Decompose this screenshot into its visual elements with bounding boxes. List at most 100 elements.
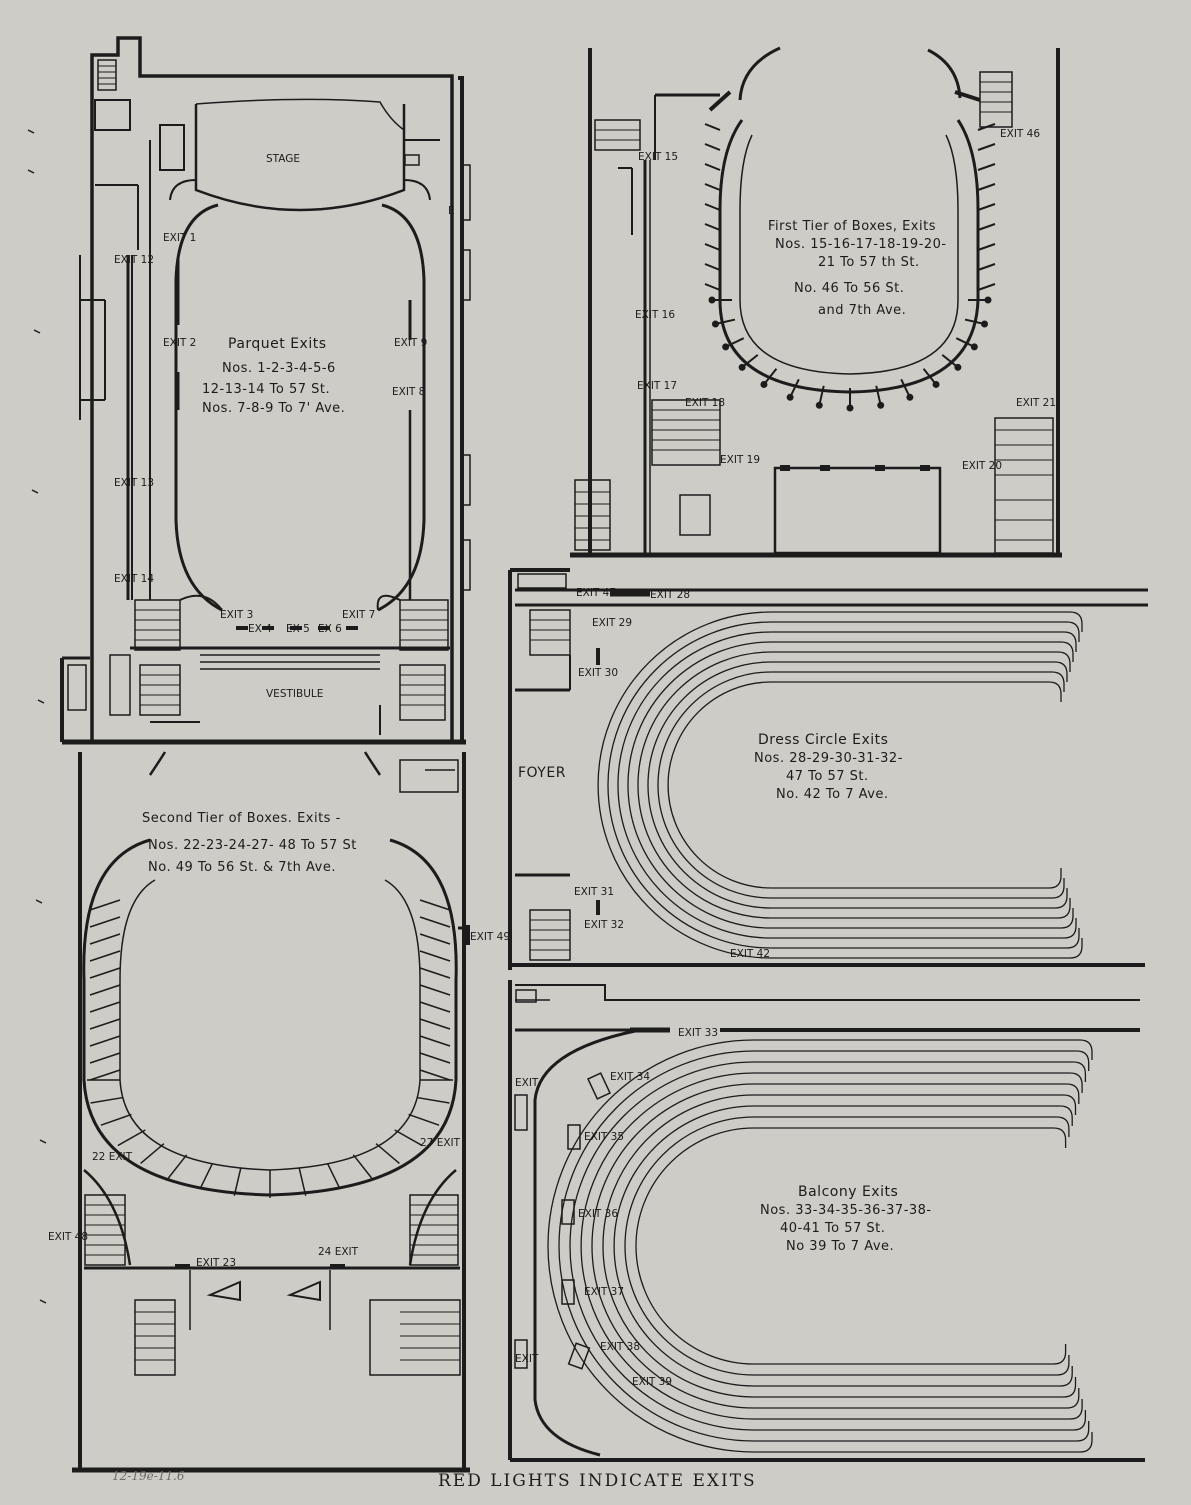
second-tier-title: Second Tier of Boxes. Exits - bbox=[142, 811, 341, 826]
box-marker bbox=[984, 296, 992, 304]
box-divider bbox=[704, 183, 721, 191]
box-divider bbox=[704, 163, 721, 171]
first-tier-plan bbox=[570, 46, 1062, 558]
balcony-line-2: 40-41 To 57 St. bbox=[780, 1221, 885, 1236]
exit-18-label: EXIT 18 bbox=[685, 397, 725, 409]
first-tier-line-3: No. 46 To 56 St. bbox=[794, 281, 904, 296]
parquet-line-3: Nos. 7-8-9 To 7' Ave. bbox=[202, 401, 345, 416]
box-divider bbox=[704, 143, 721, 151]
seating-row-end bbox=[1053, 1127, 1067, 1148]
parquet-plan bbox=[60, 36, 471, 745]
box-divider bbox=[89, 899, 121, 911]
balcony-line-1: Nos. 33-34-35-36-37-38- bbox=[760, 1203, 932, 1218]
box-divider bbox=[977, 283, 996, 291]
exit-23-label: EXIT 23 bbox=[196, 1257, 236, 1269]
balcony-title: Balcony Exits bbox=[798, 1184, 898, 1200]
parquet-title: Parquet Exits bbox=[228, 336, 327, 352]
box-divider bbox=[419, 1035, 451, 1047]
first-tier-boxes bbox=[704, 123, 996, 412]
seating-row bbox=[569, 1061, 1087, 1431]
box-divider bbox=[419, 1069, 451, 1081]
box-divider bbox=[233, 1168, 242, 1196]
seating-row-end bbox=[1057, 651, 1071, 672]
box-divider bbox=[167, 1154, 188, 1179]
box-divider bbox=[352, 1154, 373, 1179]
seating-row bbox=[667, 681, 1062, 889]
box-divider bbox=[199, 1162, 214, 1190]
box-divider bbox=[408, 1113, 440, 1126]
box-divider bbox=[977, 243, 996, 251]
box-divider bbox=[90, 1096, 124, 1104]
seating-row bbox=[657, 671, 1065, 899]
exit-29-label: EXIT 29 bbox=[592, 617, 632, 629]
seating-row bbox=[547, 1039, 1093, 1453]
box-divider bbox=[140, 1143, 165, 1165]
exit-31-label: EXIT 31 bbox=[574, 886, 614, 898]
box-divider bbox=[416, 1096, 450, 1104]
seating-row-end bbox=[1051, 671, 1065, 692]
exit-39-label: EXIT 39 bbox=[632, 1376, 672, 1388]
seating-row-end bbox=[1054, 661, 1068, 682]
box-divider bbox=[419, 1052, 451, 1064]
exit-7-label: EXIT 7 bbox=[342, 609, 375, 621]
box-marker bbox=[711, 320, 719, 328]
box-divider bbox=[419, 899, 451, 911]
seating-row bbox=[613, 1105, 1073, 1387]
box-divider bbox=[977, 263, 996, 271]
box-divider bbox=[89, 950, 121, 962]
exit-12-label: EXIT 12 bbox=[114, 254, 154, 266]
box-divider bbox=[419, 916, 451, 928]
box-marker bbox=[932, 380, 940, 388]
first-tier-line-1: Nos. 15-16-17-18-19-20- bbox=[775, 237, 947, 252]
balcony-boxes bbox=[561, 1072, 611, 1370]
box-divider bbox=[394, 1129, 423, 1147]
box-divider bbox=[977, 203, 996, 211]
first-tier-line-2: 21 To 57 th St. bbox=[818, 255, 920, 270]
box-marker bbox=[846, 404, 854, 412]
box-divider bbox=[977, 183, 996, 191]
seating-row bbox=[558, 1050, 1090, 1442]
box-divider bbox=[419, 950, 451, 962]
box-marker bbox=[877, 401, 885, 409]
balcony-rows bbox=[547, 1039, 1093, 1453]
parquet-labels: STAGE VESTIBULE Parquet Exits Nos. 1-2-3… bbox=[114, 153, 455, 700]
balcony-plan bbox=[508, 980, 1145, 1462]
box-divider bbox=[89, 933, 121, 945]
exit-14-label: EXIT 14 bbox=[114, 573, 154, 585]
first-tier-line-4: and 7th Ave. bbox=[818, 303, 906, 318]
exit-32-label: EXIT 32 bbox=[584, 919, 624, 931]
exit-e-label: E bbox=[448, 205, 455, 217]
exit-36-label: EXIT 36 bbox=[578, 1208, 618, 1220]
seating-row-end bbox=[1063, 631, 1077, 652]
box-divider bbox=[326, 1162, 341, 1190]
exit-20-label: EXIT 20 bbox=[962, 460, 1002, 472]
dress-circle-rows bbox=[597, 611, 1083, 959]
exit-16-label: EXIT 16 bbox=[635, 309, 675, 321]
exit-6-label: EX 6 bbox=[318, 623, 342, 635]
exit-28-label: EXIT 28 bbox=[650, 589, 690, 601]
box-divider bbox=[89, 967, 121, 979]
seating-row-end bbox=[1056, 1116, 1070, 1137]
box-divider bbox=[977, 143, 996, 151]
dress-circle-labels: FOYER Dress Circle Exits Nos. 28-29-30-3… bbox=[518, 587, 903, 960]
box-divider bbox=[89, 1001, 121, 1013]
dress-circle-line-1: Nos. 28-29-30-31-32- bbox=[754, 751, 903, 766]
exit-19-label: EXIT 19 bbox=[720, 454, 760, 466]
exit-46-label: EXIT 46 bbox=[1000, 128, 1040, 140]
exit-1-label: EXIT 1 bbox=[163, 232, 196, 244]
stage-label: STAGE bbox=[266, 153, 300, 165]
seating-row bbox=[637, 651, 1071, 919]
seating-row bbox=[580, 1072, 1083, 1420]
second-tier-line-2: No. 49 To 56 St. & 7th Ave. bbox=[148, 860, 336, 875]
seating-row bbox=[647, 661, 1068, 909]
parquet-line-1: Nos. 1-2-3-4-5-6 bbox=[222, 361, 336, 376]
exit-27-label: 27 EXIT bbox=[420, 1137, 461, 1149]
exit-48-label: EXIT 48 bbox=[48, 1231, 88, 1243]
box-divider bbox=[419, 967, 451, 979]
exit-13-label: EXIT 13 bbox=[114, 477, 154, 489]
seating-row bbox=[597, 611, 1083, 959]
box-divider bbox=[704, 223, 721, 231]
box-divider bbox=[977, 223, 996, 231]
exit-3-label: EXIT 3 bbox=[220, 609, 253, 621]
box-divider bbox=[89, 984, 121, 996]
